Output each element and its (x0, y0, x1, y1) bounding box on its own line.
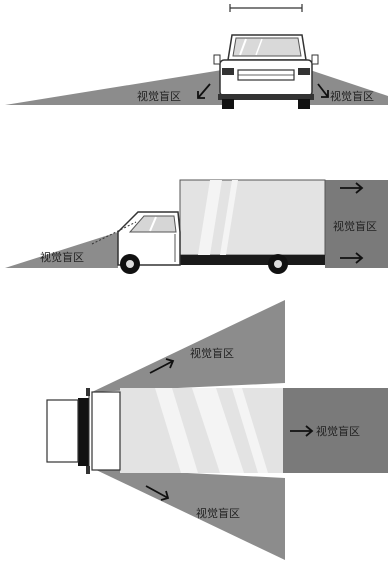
top-lower-arrow-icon (145, 485, 170, 501)
side-front-blind-zone (5, 232, 118, 268)
top-view-panel: 视觉盲区 视觉盲区 视觉盲区 (46, 300, 388, 560)
top-upper-blind-zone-label: 视觉盲区 (190, 346, 234, 360)
front-left-blind-zone-label: 视觉盲区 (137, 89, 181, 103)
driver-sight-line (91, 221, 137, 245)
front-left-arrow-icon (197, 83, 211, 99)
front-right-arrow-icon (317, 83, 329, 98)
top-truck-cab (46, 388, 121, 474)
top-rear-arrow-icon (290, 425, 314, 437)
top-upper-arrow-icon (149, 358, 175, 374)
side-cargo-box (179, 179, 326, 265)
top-cargo-box (120, 388, 283, 473)
side-truck-cab (117, 211, 181, 266)
side-rear-upper-arrow-icon (340, 182, 364, 194)
side-front-blind-zone-label: 视觉盲区 (40, 250, 84, 264)
top-lower-blind-zone-label: 视觉盲区 (196, 506, 240, 520)
front-truck (213, 34, 319, 109)
top-rear-blind-zone-label: 视觉盲区 (316, 424, 360, 438)
front-right-blind-zone-label: 视觉盲区 (330, 89, 374, 103)
top-lower-blind-zone (92, 468, 285, 560)
side-rear-blind-zone-label: 视觉盲区 (333, 219, 377, 233)
top-upper-blind-zone (92, 300, 285, 392)
front-view-panel: 视觉盲区 视觉盲区 (5, 4, 388, 109)
side-rear-lower-arrow-icon (340, 252, 364, 264)
side-view-panel: 视觉盲区 视觉盲区 (5, 179, 388, 274)
front-right-blind-zone (310, 70, 388, 105)
front-left-blind-zone (5, 70, 222, 105)
